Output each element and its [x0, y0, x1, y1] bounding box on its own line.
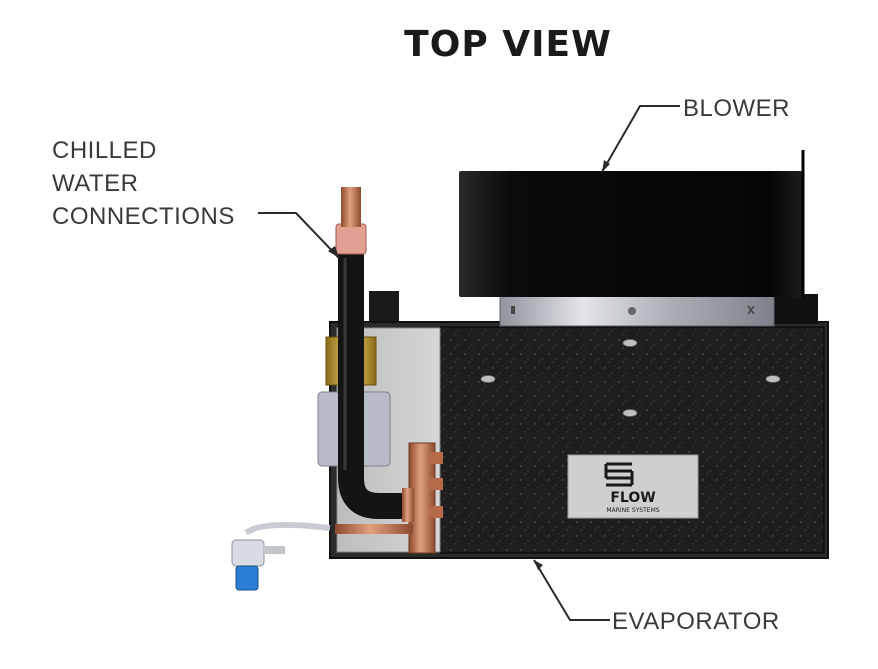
insulated-pipe [338, 250, 405, 519]
drain-tube [244, 521, 331, 536]
evaporator-unit [329, 321, 829, 559]
arrowhead-icon [328, 246, 339, 258]
fastener-icon [511, 306, 515, 314]
arrowhead-icon [534, 560, 543, 570]
screw-icon [622, 339, 638, 347]
valve-stem [263, 546, 285, 554]
evaporator-coil-face [439, 326, 825, 554]
fastener-icon [747, 305, 755, 315]
page-title: TOP VIEW [404, 24, 612, 65]
copper-line [335, 524, 413, 534]
blower-housing [459, 171, 803, 297]
copper-stub [430, 452, 443, 464]
arrowhead-icon [602, 160, 610, 172]
pipe-bracket [369, 291, 399, 321]
logo-plate [567, 454, 699, 519]
blower-ring-fasteners [511, 305, 755, 315]
leader-arrows [328, 160, 610, 570]
copper-stub [430, 506, 443, 518]
valve-handle [235, 565, 259, 591]
evaporator-label: EVAPORATOR [612, 608, 780, 635]
chilled-water-label-line1: CHILLED [52, 137, 157, 164]
leader-lines [258, 105, 680, 621]
chilled-water-label-line2: WATER [52, 170, 139, 197]
blower-leader [601, 105, 680, 173]
blower-mount-block [774, 294, 818, 324]
pipe-end-fitting [402, 488, 414, 522]
screw-icon [622, 409, 638, 417]
logo-mark-icon [604, 462, 634, 487]
valve-body [231, 539, 265, 567]
blower-label: BLOWER [683, 95, 791, 122]
logo-brand: FLOW [610, 490, 655, 506]
screw-icon [480, 375, 496, 383]
logo-tagline: MARINE SYSTEMS [606, 507, 659, 514]
drain-valve [231, 521, 331, 591]
copper-stub [430, 478, 443, 490]
chilled-water-assembly [231, 187, 443, 591]
blower-ring [499, 295, 775, 327]
connection-nut [335, 223, 367, 255]
fastener-icon [628, 307, 636, 315]
mounting-screws [480, 339, 781, 417]
screw-icon [765, 375, 781, 383]
chilled-water-leader [258, 212, 340, 259]
brand-logo: FLOW MARINE SYSTEMS [567, 454, 699, 519]
chilled-water-label-line3: CONNECTIONS [52, 203, 235, 230]
evaporator-leader [533, 559, 610, 621]
copper-stub-top [341, 187, 361, 227]
blower-unit [459, 150, 818, 327]
